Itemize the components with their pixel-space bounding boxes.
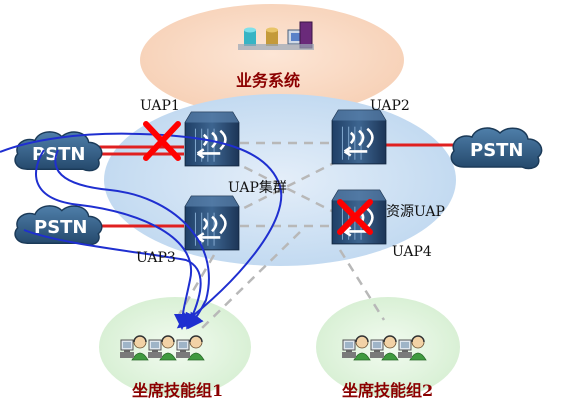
skill-group-1-label: 坐席技能组1 (132, 381, 223, 400)
business-system-label: 业务系统 (236, 71, 300, 90)
uap3-label: UAP3 (136, 250, 176, 266)
pstn-cloud-icon: PSTN (450, 127, 543, 170)
failure-x-icon (337, 199, 373, 235)
pstn-right-label: PSTN (470, 140, 524, 161)
uap2-label: UAP2 (370, 98, 410, 114)
database-icon (244, 27, 278, 46)
pstn-left-top-label: PSTN (32, 144, 86, 165)
reroute-paths (0, 132, 283, 330)
uap-cluster-label: UAP集群 (228, 179, 287, 196)
switch-icon (330, 108, 388, 166)
resource-uap-label: 资源UAP (386, 204, 445, 220)
pstn-left-bottom-label: PSTN (34, 217, 88, 238)
pstn-cloud-icon: PSTN (14, 205, 103, 246)
dashed-links (174, 141, 386, 331)
server-icon (238, 21, 314, 50)
failure-x-icon (143, 121, 181, 161)
uap1-label: UAP1 (140, 98, 180, 114)
pstn-cloud-icon: PSTN (14, 131, 103, 172)
business-system-area (140, 4, 404, 116)
business-system-icons (238, 21, 314, 50)
switch-icon (183, 110, 241, 168)
skill-group-1-area (99, 297, 251, 397)
uap4-label: UAP4 (392, 244, 432, 260)
skill-group-2-label: 坐席技能组2 (342, 381, 433, 400)
switch-icon (183, 194, 241, 252)
